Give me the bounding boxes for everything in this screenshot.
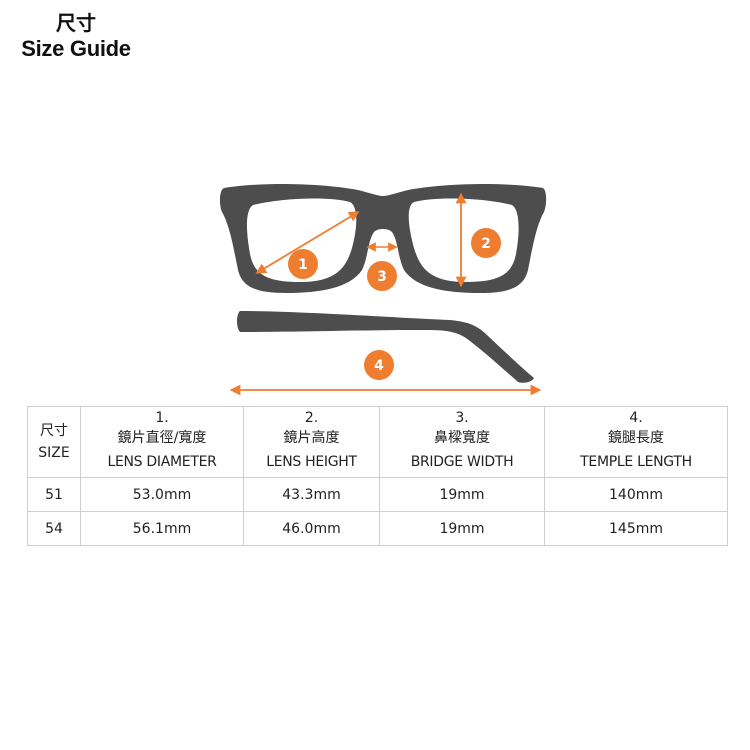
bridge-width-cell: 19mm — [379, 511, 545, 546]
column-header-lens-diameter: 1. 鏡片直徑/寬度 LENS DIAMETER — [80, 406, 244, 478]
lens-height-cell: 46.0mm — [243, 511, 380, 546]
svg-text:1: 1 — [298, 257, 308, 273]
temple-length-cell: 140mm — [544, 477, 728, 512]
badge-1: 1 — [288, 249, 318, 279]
svg-text:3: 3 — [377, 269, 387, 285]
lens-diameter-arrow — [255, 211, 360, 274]
column-label-zh: 鏡片直徑/寬度 — [117, 430, 207, 446]
column-number: 3. — [455, 410, 469, 426]
table-header-row: 尺寸 SIZE 1. 鏡片直徑/寬度 LENS DIAMETER 2. 鏡片高度… — [27, 406, 728, 478]
lens-diameter-cell: 56.1mm — [80, 511, 244, 546]
svg-text:2: 2 — [481, 236, 491, 252]
size-table: 尺寸 SIZE 1. 鏡片直徑/寬度 LENS DIAMETER 2. 鏡片高度… — [27, 406, 728, 546]
bridge-width-cell: 19mm — [379, 477, 545, 512]
column-label-en: LENS HEIGHT — [266, 454, 357, 470]
column-label-zh: 鏡腿長度 — [608, 430, 664, 446]
title-chinese: 尺寸 — [56, 13, 96, 35]
glasses-front-frame — [219, 184, 547, 293]
table-row: 54 56.1mm 46.0mm 19mm 145mm — [27, 511, 728, 546]
size-cell: 51 — [27, 477, 81, 512]
badge-2: 2 — [471, 228, 501, 258]
badge-3: 3 — [367, 261, 397, 291]
column-label-en: BRIDGE WIDTH — [410, 454, 514, 470]
svg-text:4: 4 — [374, 358, 384, 374]
title-english: Size Guide — [21, 36, 131, 61]
column-label-zh: 鼻樑寬度 — [434, 430, 490, 446]
column-number: 2. — [304, 410, 319, 426]
column-label-en: LENS DIAMETER — [107, 454, 217, 470]
temple-length-cell: 145mm — [544, 511, 728, 546]
lens-height-cell: 43.3mm — [243, 477, 380, 512]
column-label-en: TEMPLE LENGTH — [580, 454, 692, 470]
size-header-zh: 尺寸 — [40, 423, 68, 439]
page-title: 尺寸 Size Guide — [16, 12, 136, 62]
glasses-diagram: 1 2 3 4 — [219, 184, 547, 396]
size-cell: 54 — [27, 511, 81, 546]
column-label-zh: 鏡片高度 — [283, 430, 340, 446]
size-header-en: SIZE — [38, 445, 70, 461]
table-row: 51 53.0mm 43.3mm 19mm 140mm — [27, 477, 728, 512]
lens-diameter-cell: 53.0mm — [80, 477, 244, 512]
size-column-header: 尺寸 SIZE — [27, 406, 81, 478]
badge-4: 4 — [364, 350, 394, 380]
temple-arm — [237, 311, 534, 383]
column-number: 4. — [629, 410, 643, 426]
column-header-temple-length: 4. 鏡腿長度 TEMPLE LENGTH — [544, 406, 728, 478]
column-header-lens-height: 2. 鏡片高度 LENS HEIGHT — [243, 406, 380, 478]
column-number: 1. — [155, 410, 169, 426]
column-header-bridge-width: 3. 鼻樑寬度 BRIDGE WIDTH — [379, 406, 545, 478]
